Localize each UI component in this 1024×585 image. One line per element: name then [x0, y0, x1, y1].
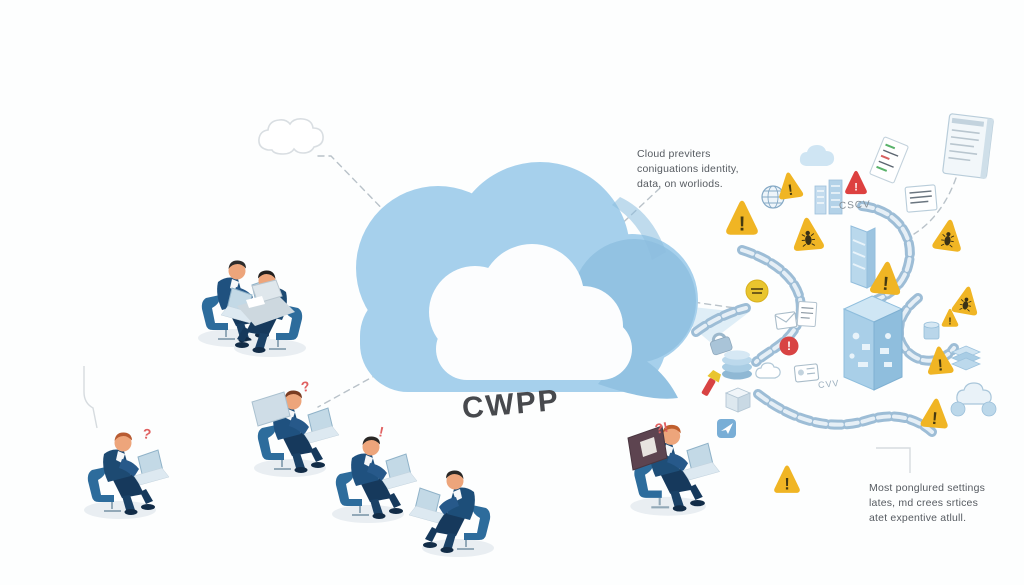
bug-warning-triangle-icon — [950, 284, 982, 317]
document-icon — [796, 301, 818, 327]
inner-cloud — [429, 244, 632, 380]
figure-worker-laptop-back-view — [408, 469, 495, 558]
warning-triangle-icon — [920, 397, 950, 430]
checklist-document-icon — [869, 136, 909, 184]
main-cloud — [356, 162, 698, 399]
screen-document — [640, 437, 657, 457]
id-card-icon — [793, 363, 820, 383]
annotation-top-line: coniguations identity, — [637, 162, 739, 175]
note-document-icon — [904, 184, 938, 213]
svg-text:?: ? — [300, 378, 311, 395]
annotation-top-line: Cloud previters — [637, 148, 711, 160]
cloud-outline-icon — [755, 362, 781, 379]
svg-text:?!: ?! — [653, 419, 669, 437]
cloud-nodes-icon — [950, 382, 997, 417]
bucket-icon — [923, 321, 940, 340]
bug-warning-triangle-icon — [931, 217, 966, 253]
annotation-top-line: data, on worliods. — [637, 177, 723, 190]
database-icon — [722, 350, 752, 380]
drafting-board — [251, 391, 291, 427]
warning-triangle-icon — [776, 170, 804, 201]
paper — [246, 296, 265, 308]
buildings-icon — [814, 179, 843, 215]
dashed-connector-documents — [913, 177, 957, 235]
svg-text:?: ? — [142, 425, 153, 442]
dashed-connector-thought-cloud — [317, 155, 397, 224]
report-document-icon — [942, 113, 994, 179]
svg-text:!: ! — [787, 339, 791, 353]
figure-worker-laptop-middle: ! — [331, 423, 418, 524]
warning-triangle-icon — [726, 200, 758, 236]
server-tower-icon — [850, 225, 876, 289]
envelope-icon — [774, 311, 798, 330]
annotation-bottom: Most ponglured settings lates, md crees … — [869, 481, 1004, 526]
figure-worker-workstation: ?! — [627, 419, 721, 517]
svg-text:!: ! — [377, 423, 385, 440]
red-badge-icon: ! — [779, 336, 799, 356]
layer-stack-icon — [950, 345, 982, 371]
wrench-icon — [701, 370, 721, 396]
red-alert-triangle-icon — [845, 170, 867, 195]
paper-plane-tile-icon — [717, 419, 736, 438]
figure-worker-drafting-desk: ? — [251, 378, 340, 478]
globe-icon — [761, 185, 785, 209]
annotation-bottom-line: Most ponglured settings — [869, 482, 986, 494]
warning-triangle-icon — [774, 465, 800, 494]
figure-worker-laptop-far-left: ? — [83, 425, 170, 520]
cscv-label: CSCV — [838, 199, 872, 212]
cloud-icon-small — [799, 145, 835, 166]
figure-two-analysts-at-desk — [197, 259, 307, 358]
yellow-badge-icon — [745, 279, 769, 303]
thought-cloud-icon — [258, 118, 324, 155]
bug-warning-triangle-icon — [790, 215, 825, 252]
annotation-bottom-line: atet expentive atlull. — [869, 511, 967, 524]
elbow-line-left — [83, 366, 98, 429]
cube-icon — [724, 387, 752, 413]
annotation-top: Cloud previters coniguations identity, d… — [637, 147, 757, 192]
elbow-line-bottom-annotation — [876, 447, 911, 473]
padlock-icon — [709, 332, 733, 356]
crate-box-icon — [842, 295, 904, 391]
annotation-bottom-line: lates, md crees srtices — [869, 496, 979, 509]
